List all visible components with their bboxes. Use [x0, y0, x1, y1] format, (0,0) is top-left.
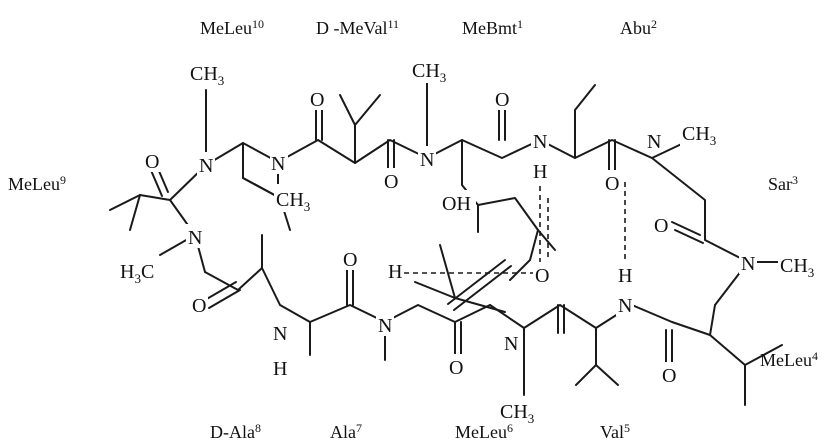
label-dala8: D-Ala8 [210, 421, 261, 442]
svg-text:N: N [618, 295, 632, 317]
hydrogen-bonds [395, 168, 626, 278]
o-abu2: O [603, 170, 621, 195]
svg-text:O: O [654, 215, 668, 237]
svg-text:H: H [533, 161, 547, 183]
n-sar3: N [645, 128, 663, 153]
n-abu2: N [531, 128, 549, 153]
svg-text:CH3: CH3 [190, 63, 224, 88]
svg-text:OH: OH [442, 193, 471, 215]
n-methyl-meleu10: CH3 [188, 58, 234, 88]
svg-text:N: N [378, 315, 392, 337]
o-val5: O [533, 262, 551, 287]
n-meleu4: N [739, 250, 757, 275]
n-mebmt1: N [418, 146, 436, 171]
svg-text:CH3: CH3 [780, 255, 814, 280]
n-ala7: N [376, 312, 394, 337]
label-abu2: Abu2 [620, 17, 657, 38]
o-meleu4: O [660, 362, 678, 387]
n-meleu10: N [197, 152, 215, 177]
n-meleu9: N [186, 224, 204, 249]
svg-text:O: O [145, 151, 159, 173]
o-meleu6: O [447, 354, 465, 379]
svg-text:N: N [741, 253, 755, 275]
svg-text:O: O [343, 249, 357, 271]
svg-text:O: O [192, 295, 206, 317]
h-dala8: H [271, 355, 289, 380]
svg-text:H: H [618, 265, 632, 287]
svg-text:N: N [504, 333, 518, 355]
svg-text:O: O [449, 357, 463, 379]
label-meleu9: MeLeu9 [8, 173, 66, 194]
n-methyl-sar3: CH3 [680, 118, 726, 148]
label-ala7: Ala7 [330, 421, 362, 442]
oh-mebmt1: OH [440, 190, 476, 215]
label-meleu6: MeLeu6 [455, 421, 513, 442]
o-meleu10: O [308, 86, 326, 111]
svg-text:O: O [535, 265, 549, 287]
o-mebmt1: O [493, 86, 511, 111]
svg-text:N: N [647, 131, 661, 153]
o-meleu9: O [143, 148, 161, 173]
n-methyl-meleu4: CH3 [778, 250, 824, 280]
label-dmeval11: D -MeVal11 [316, 17, 399, 38]
n-val5: N [616, 292, 634, 317]
n-methyl-meleu9: H3C [118, 256, 164, 286]
svg-text:O: O [310, 89, 324, 111]
n-dmeval11: N [270, 150, 288, 175]
label-mebmt1: MeBmt1 [462, 17, 523, 38]
svg-text:O: O [662, 365, 676, 387]
label-meleu10: MeLeu10 [200, 17, 264, 38]
n-methyl-dmeval11: CH3 [274, 184, 320, 214]
svg-text:CH3: CH3 [682, 123, 716, 148]
svg-text:CH3: CH3 [500, 401, 534, 426]
svg-text:O: O [495, 89, 509, 111]
o-ala7: O [341, 246, 359, 271]
o-dmeval11: O [382, 168, 400, 193]
svg-text:H: H [388, 261, 402, 283]
svg-text:N: N [533, 131, 547, 153]
svg-text:H3C: H3C [120, 261, 154, 286]
o-sar3: O [652, 212, 670, 237]
svg-text:O: O [605, 173, 619, 195]
residue-labels: MeLeu10 D -MeVal11 MeBmt1 Abu2 MeLeu9 Sa… [8, 17, 818, 442]
svg-text:N: N [199, 155, 213, 177]
n-dala8: N [271, 320, 289, 345]
h-val5: H [616, 262, 634, 287]
atom-labels: CH3 N O O N CH3 O CH3 [118, 55, 824, 426]
h-abu2: H [531, 158, 549, 183]
o-dala8: O [190, 292, 208, 317]
n-methyl-mebmt1: CH3 [410, 55, 456, 85]
n-meleu6: N [502, 330, 520, 355]
n-methyl-meleu6: CH3 [498, 396, 544, 426]
svg-text:CH3: CH3 [276, 189, 310, 214]
h-ala7: H [386, 258, 404, 283]
svg-text:H: H [273, 358, 287, 380]
svg-text:N: N [271, 153, 285, 175]
svg-text:N: N [273, 323, 287, 345]
svg-text:O: O [384, 171, 398, 193]
label-val5: Val5 [600, 421, 630, 442]
svg-text:N: N [188, 227, 202, 249]
svg-text:CH3: CH3 [412, 60, 446, 85]
svg-text:N: N [420, 149, 434, 171]
label-meleu4: MeLeu4 [760, 349, 818, 370]
label-sar3: Sar3 [768, 173, 798, 194]
